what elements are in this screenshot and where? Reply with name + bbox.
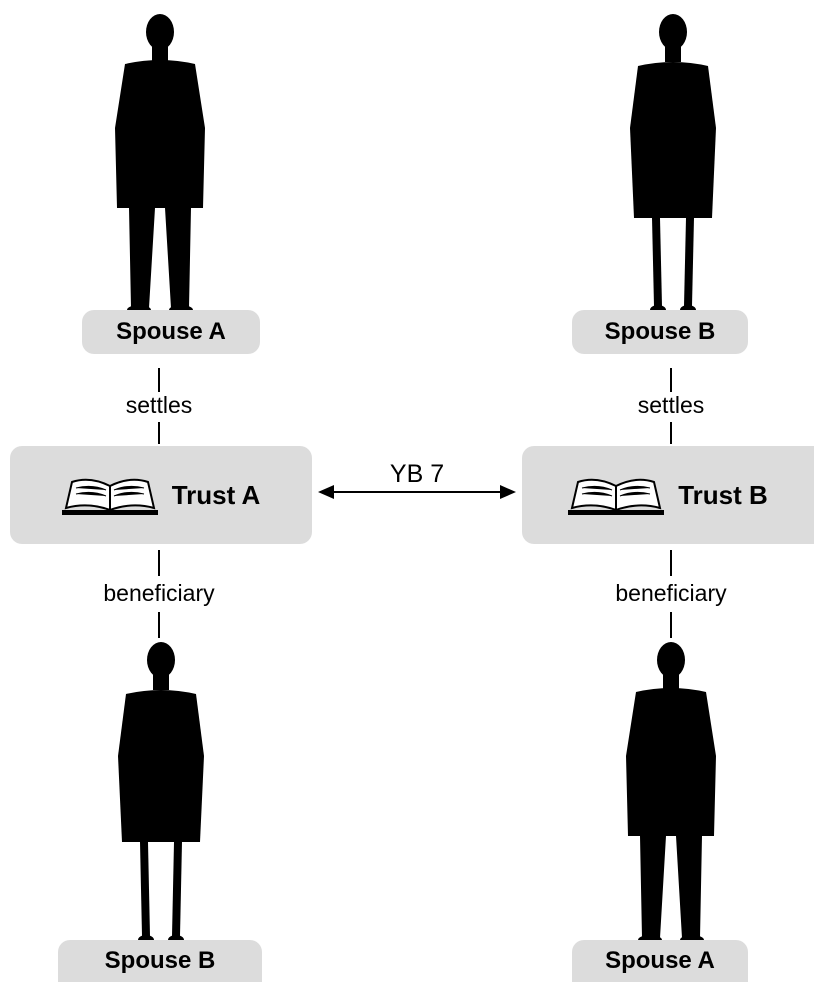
connector-line <box>158 550 160 576</box>
connector-line <box>158 612 160 638</box>
trust-a-box: Trust A <box>10 446 312 544</box>
yb7-label: YB 7 <box>389 460 445 488</box>
person-silhouette-icon <box>118 642 204 945</box>
beneficiary-label-left: beneficiary <box>103 580 215 607</box>
open-book-icon <box>61 478 158 515</box>
spouse-b-bottom-label: Spouse B <box>58 940 262 982</box>
trust-b-label: Trust B <box>678 479 768 510</box>
person-silhouette-icon <box>115 14 205 315</box>
trust-b-box: Trust B <box>522 446 814 544</box>
trust-a-label: Trust A <box>171 479 261 510</box>
connector-line <box>158 368 160 392</box>
beneficiary-label-right: beneficiary <box>615 580 727 607</box>
person-silhouette-icon <box>626 642 716 945</box>
spouse-a-top-label: Spouse A <box>82 310 260 354</box>
person-silhouette-icon <box>630 14 716 315</box>
spouse-a-bottom-label: Spouse A <box>572 940 748 982</box>
double-arrow-icon <box>318 485 516 499</box>
spouse-b-top-label: Spouse B <box>572 310 748 354</box>
connector-line <box>670 368 672 392</box>
connector-line <box>670 550 672 576</box>
connector-line <box>158 422 160 444</box>
settles-label-right: settles <box>637 392 705 419</box>
settles-label-left: settles <box>125 392 193 419</box>
open-book-icon <box>568 478 665 515</box>
connector-line <box>670 422 672 444</box>
connector-line <box>670 612 672 638</box>
